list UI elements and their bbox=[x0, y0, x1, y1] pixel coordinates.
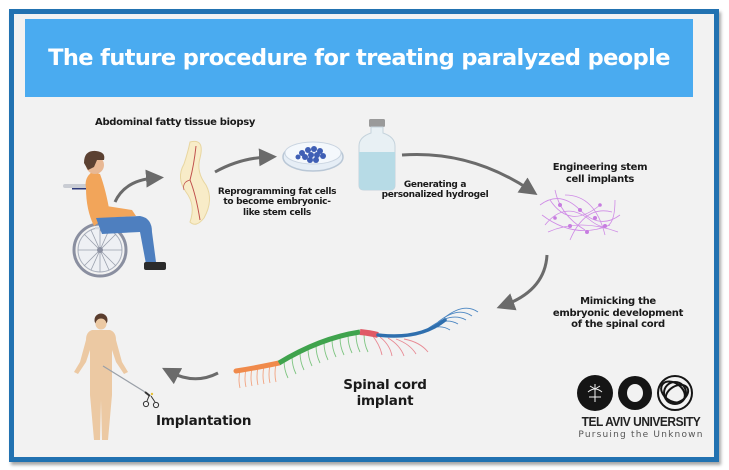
wheelchair-patient-icon bbox=[63, 150, 166, 278]
page-title: The future procedure for treating paraly… bbox=[48, 45, 670, 71]
title-banner: The future procedure for treating paraly… bbox=[25, 19, 693, 97]
arrow-to-biopsy bbox=[113, 169, 164, 203]
hydrogel-bottle-icon bbox=[358, 119, 396, 191]
arrow-to-spinal-development bbox=[496, 254, 549, 311]
patient-back-view-icon bbox=[74, 313, 128, 440]
label-line: like stem cells bbox=[243, 207, 311, 218]
university-name: TEL AVIV UNIVERSITY bbox=[581, 414, 701, 429]
arrow-to-patient bbox=[162, 367, 219, 385]
step-label-hydrogel: Generating a personalized hydrogel bbox=[375, 180, 495, 201]
step-label-mimicking: Mimicking the embryonic development of t… bbox=[538, 296, 698, 331]
label-line: cell implants bbox=[565, 173, 635, 185]
label-line: to become embryonic- bbox=[223, 197, 331, 208]
step-label-spinal-cord-implant: Spinal cord implant bbox=[330, 377, 440, 409]
stem-cell-implant-icon bbox=[539, 189, 621, 241]
label-line: embryonic development bbox=[552, 307, 684, 319]
arrow-to-petri-dish bbox=[214, 148, 277, 174]
label-line: implant bbox=[356, 392, 414, 409]
step-label-implantation: Implantation bbox=[156, 413, 252, 429]
tel-aviv-university-logo-icon bbox=[577, 375, 693, 411]
spinal-cord-implant-icon bbox=[233, 307, 479, 389]
arrow-to-stem-cell-implants bbox=[401, 152, 538, 195]
surgical-instrument-icon bbox=[102, 365, 160, 409]
label-line: Engineering stem bbox=[552, 162, 648, 173]
label-line: Generating a bbox=[403, 180, 467, 190]
university-tagline: Pursuing the Unknown bbox=[578, 430, 704, 440]
petri-dish-icon bbox=[282, 141, 344, 172]
step-label-reprogramming: Reprogramming fat cells to become embryo… bbox=[212, 187, 342, 218]
label-line: of the spinal cord bbox=[571, 319, 665, 330]
fatty-tissue-icon bbox=[180, 140, 210, 225]
step-label-engineering: Engineering stem cell implants bbox=[540, 162, 660, 185]
label-line: Spinal cord bbox=[343, 377, 427, 393]
label-line: personalized hydrogel bbox=[381, 190, 489, 201]
label-line: Mimicking the bbox=[580, 296, 656, 307]
label-line: Reprogramming fat cells bbox=[217, 187, 337, 197]
step-label-biopsy: Abdominal fatty tissue biopsy bbox=[95, 117, 256, 128]
